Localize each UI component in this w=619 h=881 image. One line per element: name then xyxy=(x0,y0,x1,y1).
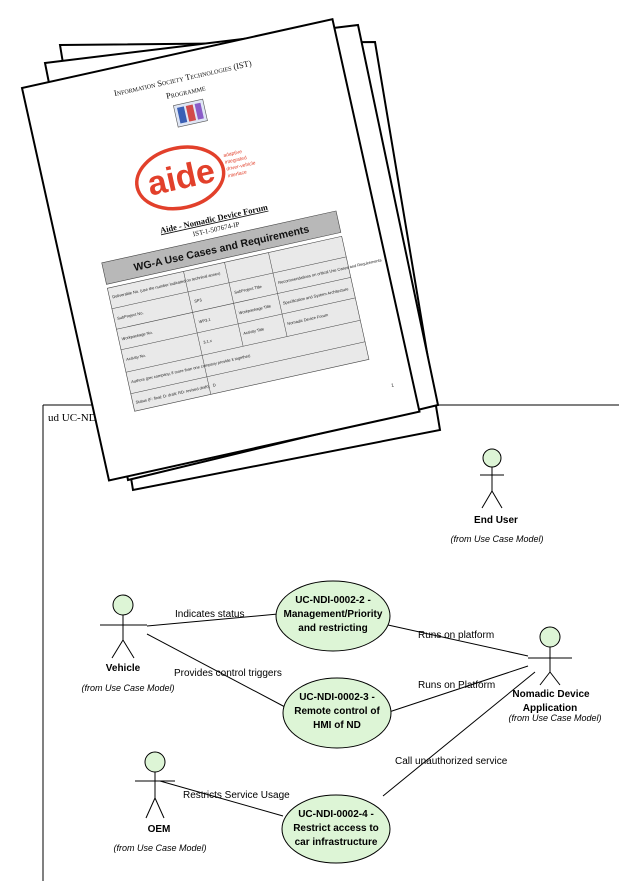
label-restricts-service-usage: Restricts Service Usage xyxy=(183,790,290,801)
use-case-title-line: HMI of ND xyxy=(313,720,361,731)
actor-name: End User xyxy=(474,515,518,526)
line-vehicle-uc2 xyxy=(146,613,279,627)
label-provides-control-triggers: Provides control triggers xyxy=(174,668,282,679)
table-cell: Workpackage No. xyxy=(121,330,153,342)
actor-nomadic-device-application[interactable]: Nomadic Device Application (from Use Cas… xyxy=(508,626,602,723)
line-oem-uc4 xyxy=(159,780,284,817)
actor-name: Nomadic Device xyxy=(512,689,590,700)
document-title-bar xyxy=(101,210,342,285)
table-cell: Activity No. xyxy=(126,353,147,362)
use-case-title-line: UC-NDI-0002-3 - xyxy=(299,692,375,703)
document-stack: Information Society Technologies (IST) P… xyxy=(20,17,442,492)
table-cell: Activity Title xyxy=(243,326,265,336)
use-case-uc4[interactable]: UC-NDI-0002-4 - Restrict access to car i… xyxy=(281,794,391,864)
aide-tagline-line: integrated xyxy=(224,155,247,166)
actor-vehicle[interactable]: Vehicle (from Use Case Model) xyxy=(81,594,175,693)
actor-origin: (from Use Case Model) xyxy=(450,534,543,544)
table-cell: SP3 xyxy=(194,297,203,304)
label-runs-on-platform-2: Runs on Platform xyxy=(418,680,495,691)
aide-tagline-line: adaptive xyxy=(223,149,243,159)
line-uc4-nomadic xyxy=(382,671,536,797)
use-case-title-line: Restrict access to xyxy=(293,823,379,834)
label-call-unauthorized-service: Call unauthorized service xyxy=(395,756,508,767)
actor-origin: (from Use Case Model) xyxy=(113,843,206,853)
frame-label: ud UC-ND xyxy=(48,412,97,424)
use-case-title-line: UC-NDI-0002-2 - xyxy=(295,595,371,606)
stick-figure-icon xyxy=(135,751,175,819)
use-case-title-line: car infrastructure xyxy=(295,837,378,848)
actor-origin: (from Use Case Model) xyxy=(508,713,601,723)
stick-figure-icon xyxy=(100,594,147,659)
use-case-uc2[interactable]: UC-NDI-0002-2 - Management/Priority and … xyxy=(275,580,391,652)
ist-emblem-icon xyxy=(173,98,208,128)
line-uc3-nomadic xyxy=(388,665,529,713)
actor-oem[interactable]: OEM (from Use Case Model) xyxy=(113,751,207,853)
document-front-sheet: Information Society Technologies (IST) P… xyxy=(20,17,421,482)
use-case-title-line: UC-NDI-0002-4 - xyxy=(298,809,374,820)
label-runs-on-platform-1: Runs on platform xyxy=(418,630,494,641)
document-info-table: Deliverable No. (use the number indicate… xyxy=(107,235,382,412)
aide-tagline-line: interface xyxy=(227,169,247,179)
table-cell: SubProject Title xyxy=(234,284,263,295)
actor-name: Application xyxy=(523,703,577,714)
page-number: 1 xyxy=(391,383,395,390)
use-case-title-line: and restricting xyxy=(298,623,367,634)
table-cell: WP3.1 xyxy=(198,317,212,325)
stick-figure-icon xyxy=(480,448,504,509)
use-case-title-line: Remote control of xyxy=(294,706,380,717)
label-indicates-status: Indicates status xyxy=(175,609,244,620)
actor-origin: (from Use Case Model) xyxy=(81,683,174,693)
use-case-title-line: Management/Priority xyxy=(284,609,383,620)
stick-figure-icon xyxy=(528,626,572,686)
actor-name: OEM xyxy=(148,824,171,835)
table-cell: SubProject No. xyxy=(117,310,144,321)
association-lines xyxy=(146,613,536,817)
actor-end-user[interactable]: End User (from Use Case Model) xyxy=(450,448,544,544)
use-case-uc3[interactable]: UC-NDI-0002-3 - Remote control of HMI of… xyxy=(282,677,392,749)
line-uc2-nomadic xyxy=(387,624,529,657)
line-vehicle-uc3 xyxy=(146,633,286,708)
actor-name: Vehicle xyxy=(106,663,141,674)
table-cell: 3.1.x xyxy=(203,338,213,345)
table-cell: D xyxy=(212,382,216,388)
